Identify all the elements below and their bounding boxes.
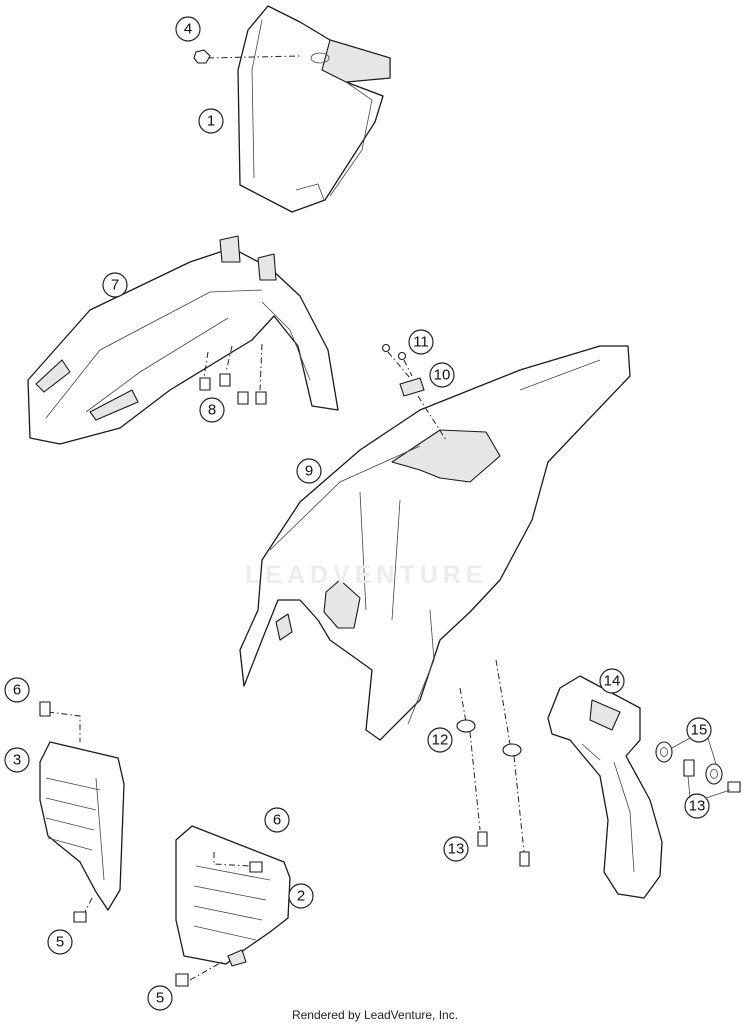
front-fender (27, 235, 339, 445)
callout-6-bottom: 6 (264, 807, 290, 833)
svg-text:6: 6 (13, 682, 21, 699)
callout-1: 1 (198, 108, 224, 134)
svg-text:6: 6 (273, 812, 281, 829)
radiator-louver-left (39, 701, 125, 923)
svg-text:12: 12 (432, 732, 449, 749)
callout-5-bottom: 5 (147, 985, 173, 1011)
callout-10: 10 (429, 362, 455, 388)
callout-4: 4 (175, 16, 201, 42)
callout-7: 7 (102, 272, 128, 298)
rear-mud-flap (547, 675, 663, 899)
svg-text:10: 10 (434, 367, 451, 384)
callout-2: 2 (288, 883, 314, 909)
svg-text:13: 13 (448, 841, 465, 858)
callout-13-right: 13 (684, 793, 710, 819)
radiator-louver-right (175, 825, 291, 987)
callout-5-left: 5 (47, 929, 73, 955)
washers-and-bolts-center (456, 659, 530, 867)
svg-text:15: 15 (691, 722, 708, 739)
callout-6-top: 6 (4, 677, 30, 703)
callout-9: 9 (296, 458, 322, 484)
watermark: LEADVENTURE (245, 561, 488, 589)
callout-12: 12 (427, 727, 453, 753)
svg-text:5: 5 (156, 990, 164, 1007)
callout-15: 15 (686, 717, 712, 743)
rear-fender (239, 345, 631, 741)
washers-and-bolts-right (655, 741, 741, 793)
svg-text:11: 11 (413, 334, 429, 351)
fender-screws (199, 343, 267, 405)
svg-text:14: 14 (604, 673, 621, 690)
svg-text:3: 3 (13, 752, 21, 769)
svg-text:9: 9 (305, 463, 313, 480)
svg-text:5: 5 (56, 934, 64, 951)
mount-bracket (381, 343, 447, 441)
callout-13-center: 13 (443, 836, 469, 862)
nut-4 (193, 49, 301, 64)
svg-text:13: 13 (689, 798, 706, 815)
footer-credit: Rendered by LeadVenture, Inc. (291, 1008, 459, 1022)
callout-3: 3 (4, 747, 30, 773)
callout-14: 14 (599, 668, 625, 694)
svg-text:7: 7 (111, 277, 119, 294)
callout-8: 8 (199, 397, 225, 423)
svg-text:8: 8 (208, 402, 216, 419)
number-plate (237, 5, 391, 213)
svg-text:1: 1 (207, 113, 215, 130)
callout-11: 11 (408, 329, 434, 355)
svg-text:2: 2 (297, 888, 305, 905)
svg-text:4: 4 (184, 21, 192, 38)
